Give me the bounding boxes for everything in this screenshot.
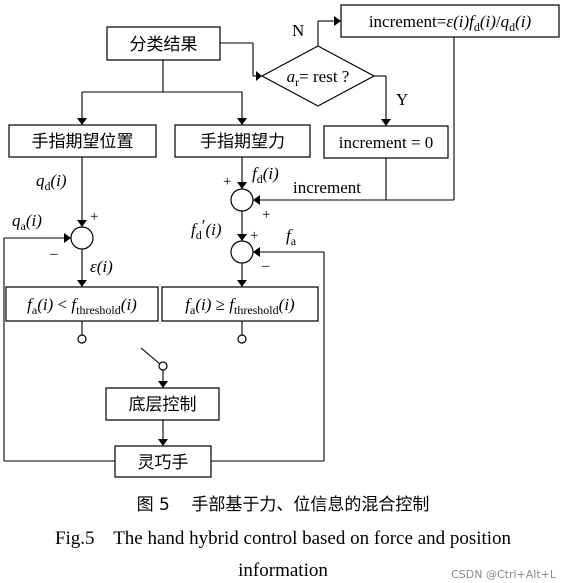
force-target-box	[174, 124, 311, 158]
force-target-label: 手指期望力	[200, 132, 285, 152]
classify-label: 分类结果	[130, 35, 198, 55]
plus-sign-position: +	[90, 209, 98, 225]
increment-formula-label: increment=ε(i)fd(i)/qd(i)	[369, 12, 532, 34]
branch-no-label: N	[292, 21, 304, 40]
connector-lines	[3, 20, 455, 462]
csdn-watermark: CSDN @Ctrl+Alt+L	[451, 568, 557, 581]
minus-sign-position: –	[49, 246, 58, 262]
epsilon-label: ε(i)	[90, 257, 113, 276]
caption-cn: 图 5 手部基于力、位信息的混合控制	[137, 495, 430, 515]
force-condition-box	[161, 286, 319, 322]
position-condition-label: fa(i) < fthreshold(i)	[27, 295, 137, 317]
switch-terminal-common	[158, 361, 168, 371]
position-target-label: 手指期望位置	[32, 132, 134, 152]
caption-en-line1: Fig.5 The hand hybrid control based on f…	[55, 528, 512, 549]
branch-yes-label: Y	[396, 90, 408, 109]
fd-prime-label: fd′(i)	[191, 216, 222, 242]
force-sum-junction-1	[230, 188, 254, 212]
increment-label: increment	[293, 178, 361, 197]
plus-sign-force-top: +	[223, 174, 231, 190]
force-condition-label: fa(i) ≥ fthreshold(i)	[185, 295, 295, 317]
position-sum-junction	[70, 226, 94, 250]
fd-label: fd(i)	[252, 164, 279, 186]
decision-label: ar= rest ?	[287, 67, 350, 89]
plus-sign-force-bottom: +	[250, 228, 258, 244]
switch-terminal-left	[77, 334, 87, 344]
position-target-box	[8, 124, 157, 158]
low-level-control-box	[105, 387, 220, 421]
dexterous-hand-label: 灵巧手	[138, 453, 189, 473]
qa-label: qa(i)	[12, 211, 42, 233]
switch-terminal-right	[237, 334, 247, 344]
classify-box	[106, 26, 221, 61]
increment-zero-label: increment = 0	[339, 133, 434, 152]
plus-sign-increment: +	[262, 207, 270, 223]
arrowheads	[64, 16, 391, 446]
force-sum-junction-2	[230, 240, 254, 264]
minus-sign-force: –	[261, 258, 270, 274]
caption-en-line2: information	[238, 560, 328, 581]
qd-label: qd(i)	[36, 171, 67, 193]
fa-label: fa	[286, 226, 297, 248]
low-level-control-label: 底层控制	[129, 395, 197, 415]
